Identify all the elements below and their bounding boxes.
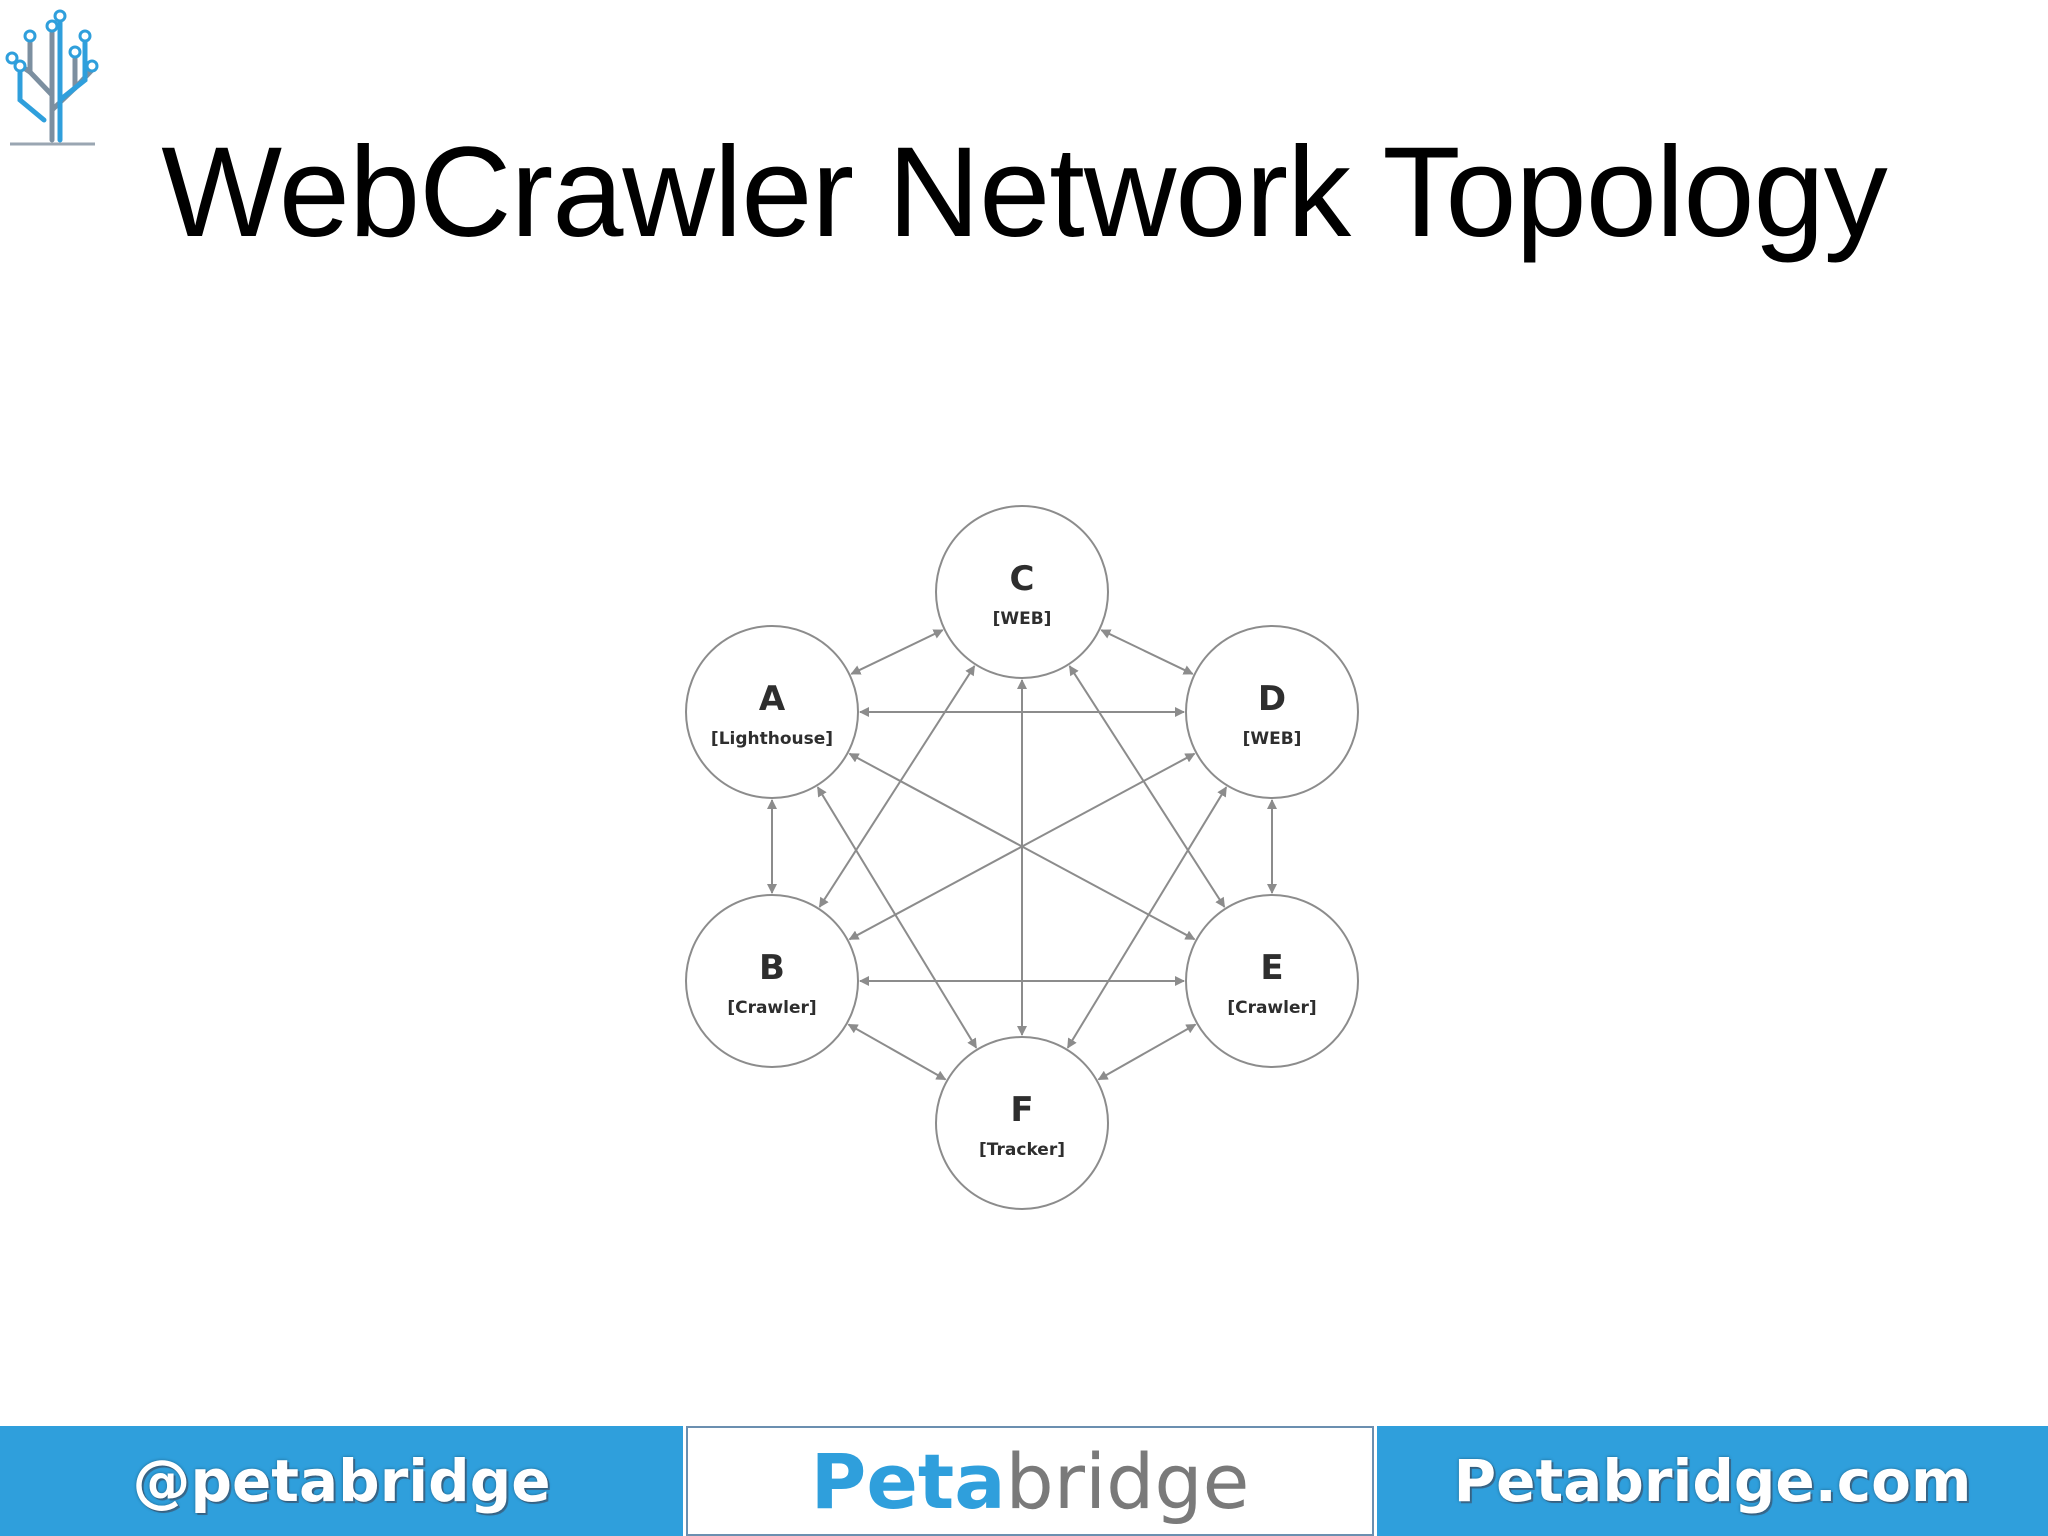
node-role: [Lighthouse]	[711, 729, 833, 749]
edge-d-f	[1066, 786, 1228, 1049]
node-letter: D	[1258, 679, 1286, 719]
node-letter: A	[759, 679, 786, 719]
edge-e-f	[1097, 1023, 1197, 1081]
node-circle	[1185, 894, 1359, 1068]
node-c[interactable]: C [WEB]	[935, 505, 1109, 679]
brand-logo-part1: Peta	[810, 1436, 1006, 1526]
node-letter: F	[1010, 1090, 1033, 1130]
website-link[interactable]: Petabridge.com	[1377, 1426, 2048, 1536]
node-circle	[1185, 625, 1359, 799]
node-role: [WEB]	[993, 609, 1052, 629]
slide-title: WebCrawler Network Topology	[161, 121, 1887, 264]
node-letter: B	[759, 948, 785, 988]
node-e[interactable]: E [Crawler]	[1185, 894, 1359, 1068]
node-letter: C	[1010, 559, 1035, 599]
node-role: [Tracker]	[979, 1140, 1065, 1160]
node-role: [Crawler]	[1227, 998, 1316, 1018]
node-circle	[685, 625, 859, 799]
edge-c-d	[1100, 629, 1194, 675]
node-role: [WEB]	[1243, 729, 1302, 749]
node-letter: E	[1260, 948, 1283, 988]
node-a[interactable]: A [Lighthouse]	[685, 625, 859, 799]
node-d[interactable]: D [WEB]	[1185, 625, 1359, 799]
edge-b-f	[847, 1023, 947, 1081]
brand-logo-part2: bridge	[1005, 1436, 1250, 1526]
node-circle	[935, 505, 1109, 679]
node-circle	[685, 894, 859, 1068]
node-circle	[935, 1036, 1109, 1210]
twitter-handle[interactable]: @petabridge	[0, 1426, 683, 1536]
node-f[interactable]: F [Tracker]	[935, 1036, 1109, 1210]
circuit-tree-icon	[5, 9, 99, 146]
node-role: [Crawler]	[727, 998, 816, 1018]
node-b[interactable]: B [Crawler]	[685, 894, 859, 1068]
edge-a-c	[850, 629, 944, 675]
